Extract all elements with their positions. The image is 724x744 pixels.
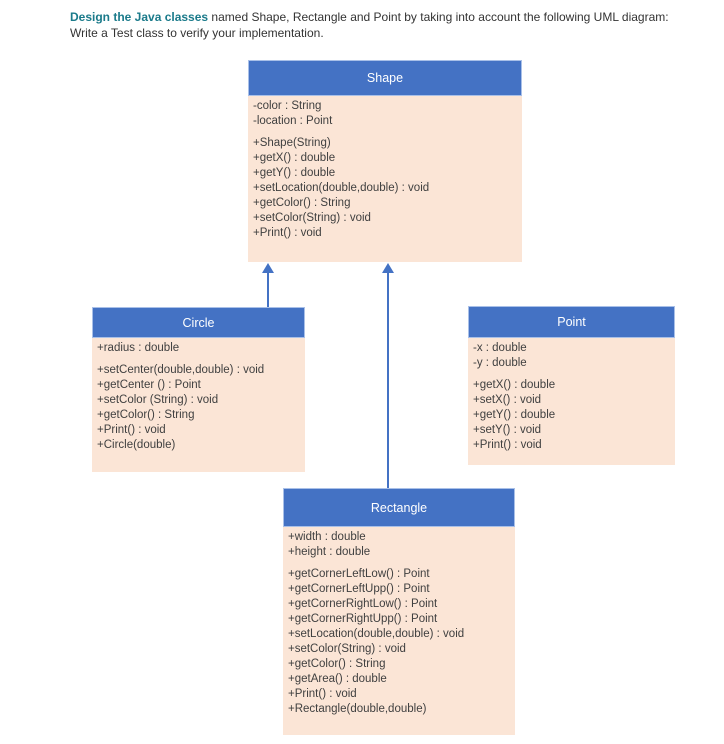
methods-section: +Shape(String) +getX() : double +getY() : … bbox=[253, 136, 518, 241]
methods-section: +getX() : double +setX() : void +getY() : … bbox=[473, 378, 671, 453]
member-line: +getArea() : double bbox=[288, 673, 387, 685]
arrow-stem bbox=[387, 271, 389, 488]
class-box-shape: Shape -color : String -location : Point +… bbox=[248, 60, 522, 262]
class-box-circle: Circle +radius : double +setCenter(doubl… bbox=[92, 307, 305, 472]
methods-section: +setCenter(double,double) : void +getCent… bbox=[97, 363, 301, 453]
member-line: -y : double bbox=[473, 357, 527, 369]
member-line: +setLocation(double,double) : void bbox=[288, 628, 465, 640]
member-line: +Print() : void bbox=[288, 688, 357, 700]
member-line: +Print() : void bbox=[97, 424, 166, 436]
attributes-section: +radius : double bbox=[97, 341, 301, 356]
class-body-circle: +radius : double +setCenter(double,doubl… bbox=[92, 338, 305, 472]
member-line: +setColor(String) : void bbox=[253, 212, 371, 224]
member-line: +setX() : void bbox=[473, 394, 542, 406]
member-line: +getX() : double bbox=[253, 152, 336, 164]
member-line: +getCornerRightLow() : Point bbox=[288, 598, 438, 610]
arrow-head-icon bbox=[262, 263, 274, 273]
class-box-rectangle: Rectangle +width : double +height : doubl… bbox=[283, 488, 515, 735]
member-line: +getColor() : String bbox=[253, 197, 351, 209]
member-line: +setY() : void bbox=[473, 424, 542, 436]
instruction-highlight: Design the Java classes bbox=[70, 10, 209, 24]
member-line: +Shape(String) bbox=[253, 137, 331, 149]
member-line: +getCenter () : Point bbox=[97, 379, 201, 391]
member-line: -x : double bbox=[473, 342, 527, 354]
arrow-stem bbox=[267, 271, 269, 307]
instruction-rest: named Shape, Rectangle and Point by taki… bbox=[70, 10, 669, 40]
instruction-text: Design the Java classes named Shape, Rec… bbox=[70, 9, 670, 41]
member-line: +getColor() : String bbox=[97, 409, 195, 421]
member-line: +Circle(double) bbox=[97, 439, 176, 451]
class-title-rectangle: Rectangle bbox=[283, 488, 515, 527]
member-line: +Rectangle(double,double) bbox=[288, 703, 427, 715]
member-line: +Print() : void bbox=[253, 227, 322, 239]
member-line: +setCenter(double,double) : void bbox=[97, 364, 265, 376]
class-title-circle: Circle bbox=[92, 307, 305, 338]
member-line: +setColor(String) : void bbox=[288, 643, 406, 655]
methods-section: +getCornerLeftLow() : Point +getCornerLef… bbox=[288, 567, 511, 717]
member-line: +getY() : double bbox=[253, 167, 336, 179]
member-line: +getCornerLeftUpp() : Point bbox=[288, 583, 430, 595]
member-line: +getX() : double bbox=[473, 379, 556, 391]
member-line: -location : Point bbox=[253, 115, 333, 127]
member-line: +getColor() : String bbox=[288, 658, 386, 670]
member-line: -color : String bbox=[253, 100, 322, 112]
class-title-point: Point bbox=[468, 306, 675, 338]
class-box-point: Point -x : double -y : double +getX() : d… bbox=[468, 306, 675, 465]
class-body-point: -x : double-y : double +getX() : double+… bbox=[468, 338, 675, 465]
class-body-rectangle: +width : double +height : double +getCorn… bbox=[283, 527, 515, 735]
member-line: +setColor (String) : void bbox=[97, 394, 219, 406]
attributes-section: -color : String -location : Point bbox=[253, 99, 518, 129]
member-line: +width : double bbox=[288, 531, 366, 543]
member-line: +Print() : void bbox=[473, 439, 542, 451]
attributes-section: +width : double +height : double bbox=[288, 530, 511, 560]
member-line: +getCornerRightUpp() : Point bbox=[288, 613, 438, 625]
class-title-shape: Shape bbox=[248, 60, 522, 96]
attributes-section: -x : double -y : double bbox=[473, 341, 671, 371]
member-line: +getCornerLeftLow() : Point bbox=[288, 568, 430, 580]
member-line: +setLocation(double,double) : void bbox=[253, 182, 430, 194]
member-line: +radius : double bbox=[97, 342, 180, 354]
class-body-shape: -color : String -location : Point +Shape(… bbox=[248, 96, 522, 262]
arrow-head-icon bbox=[382, 263, 394, 273]
member-line: +getY() : double bbox=[473, 409, 556, 421]
member-line: +height : double bbox=[288, 546, 371, 558]
